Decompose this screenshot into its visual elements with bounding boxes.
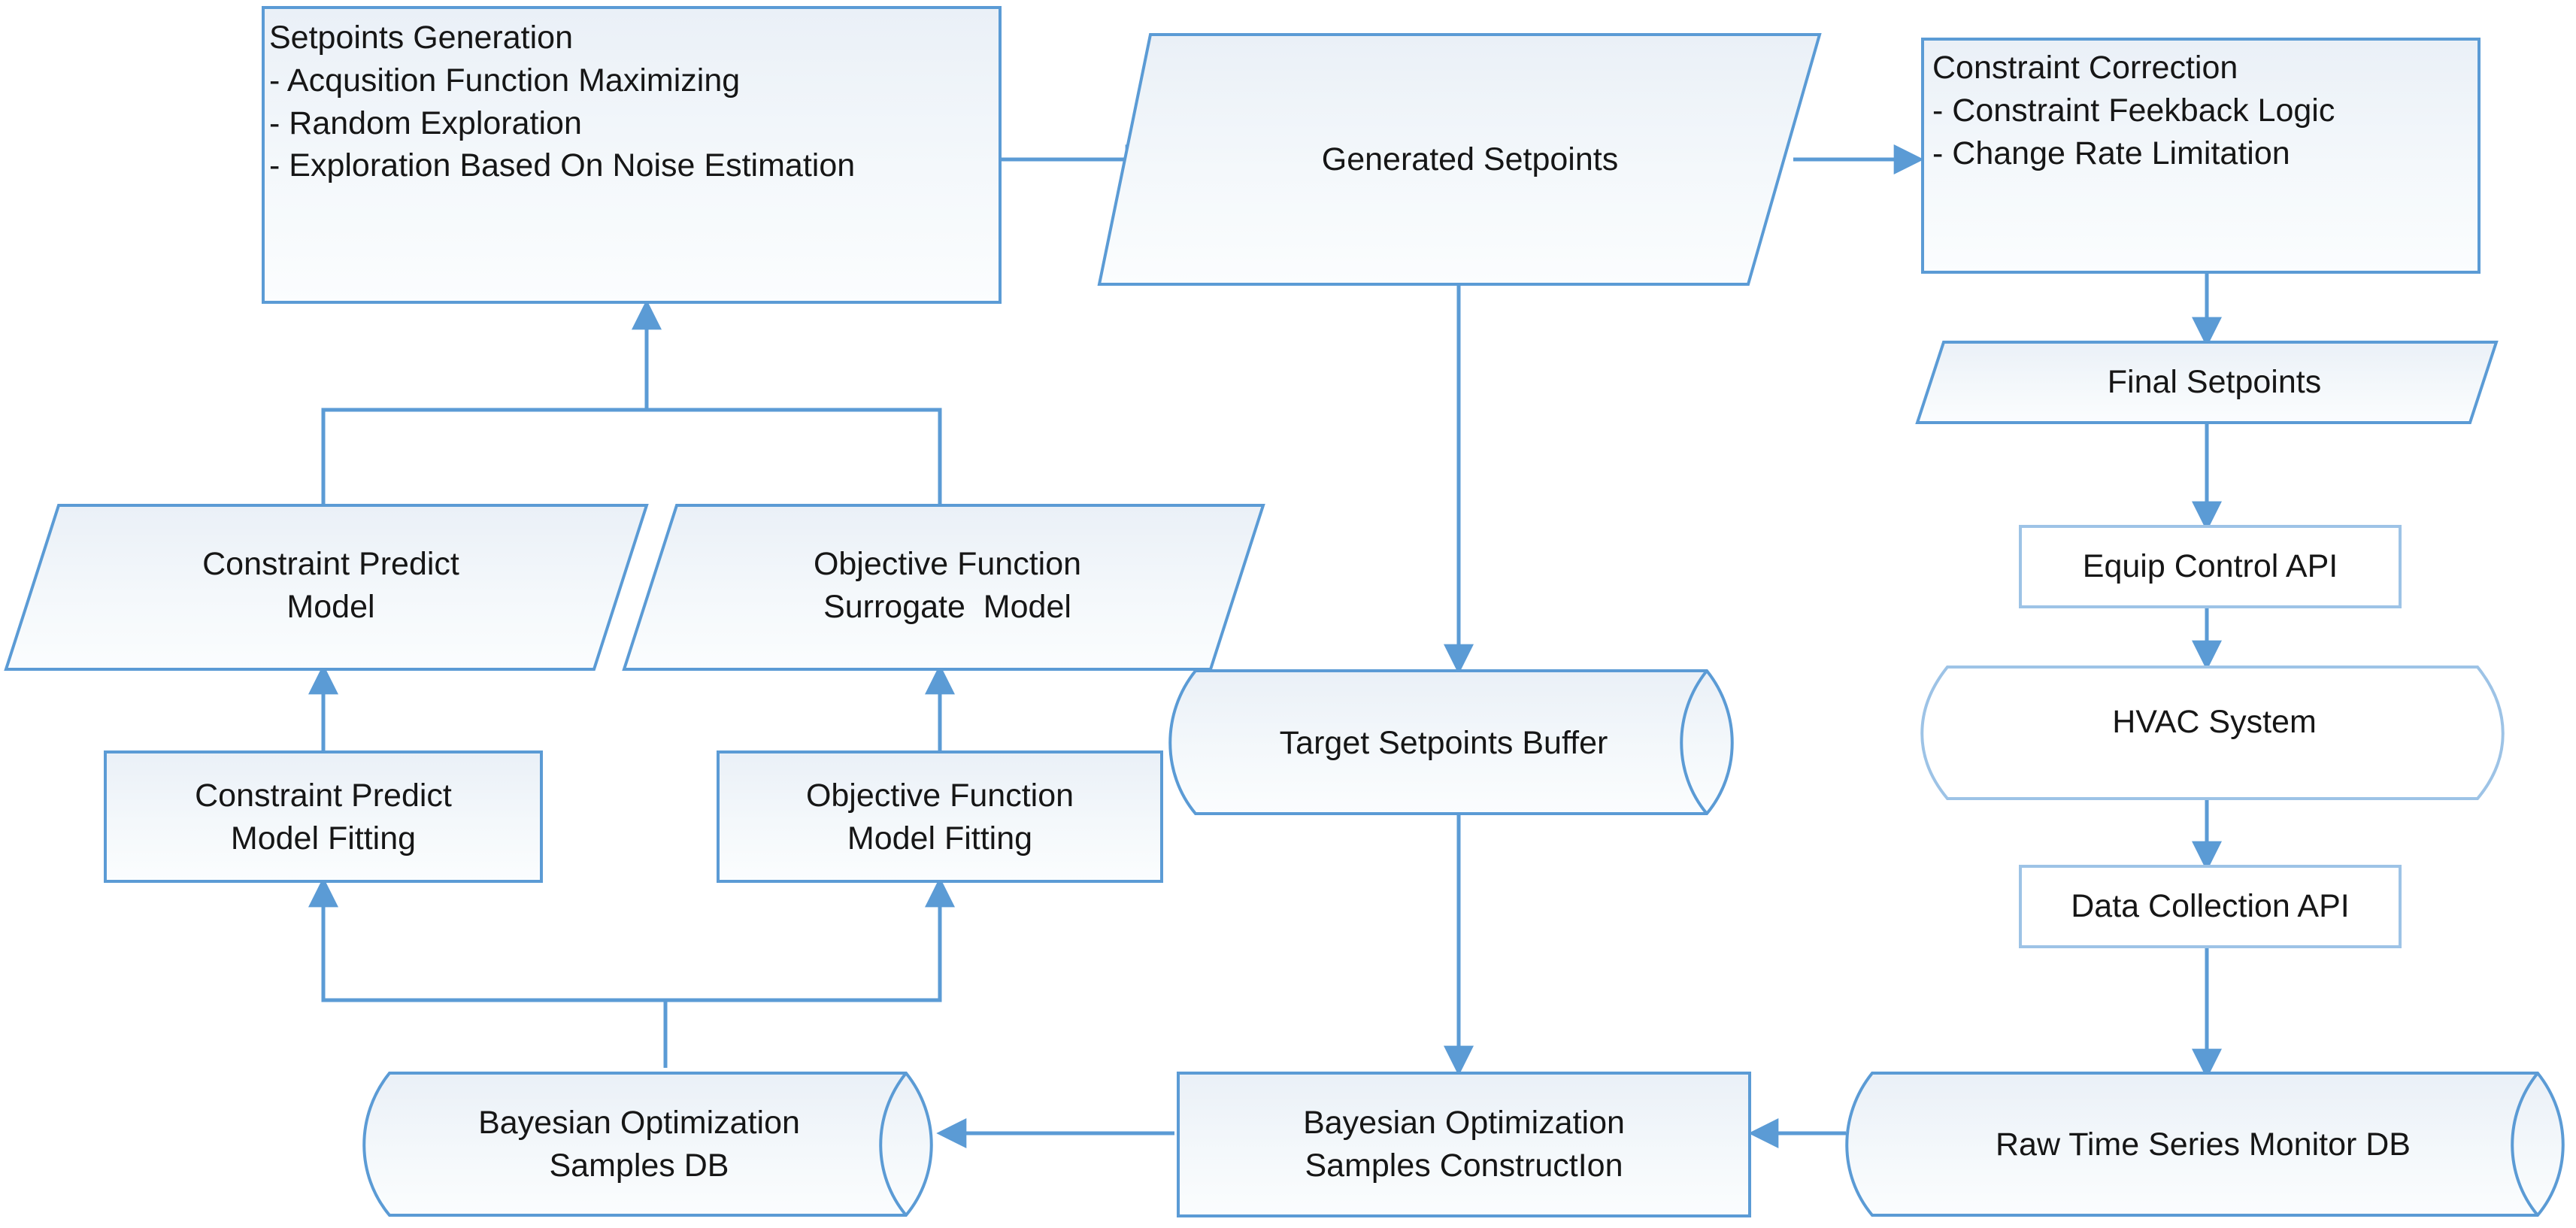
shape-bayesian-samples-db[interactable] bbox=[362, 1072, 933, 1217]
white-shape-layer bbox=[1920, 525, 2505, 948]
edge-models-to-setpointsgen bbox=[321, 299, 662, 505]
shape-constraint-predict-model-fitting[interactable] bbox=[104, 750, 543, 883]
shape-constraint-predict-model[interactable] bbox=[4, 504, 649, 671]
shape-objective-function-model-fitting[interactable] bbox=[717, 750, 1163, 883]
shape-rawdb-cap bbox=[2511, 1072, 2539, 1217]
edge-objectivemodel-merge-branch bbox=[647, 408, 942, 505]
edge-samplesdb-to-constraintfitting bbox=[308, 877, 668, 1068]
shape-target-setpoints-buffer[interactable] bbox=[1168, 669, 1734, 815]
shape-final-setpoints[interactable] bbox=[1915, 341, 2499, 424]
shape-data-collection-api[interactable] bbox=[2019, 865, 2402, 948]
shape-buffer-cap bbox=[1680, 669, 1708, 815]
shape-bayesian-samples-construction[interactable] bbox=[1177, 1072, 1751, 1217]
shape-equip-control-api[interactable] bbox=[2019, 525, 2402, 608]
shape-samplesdb-cap bbox=[879, 1072, 908, 1217]
shape-generated-setpoints[interactable] bbox=[1097, 33, 1822, 286]
shape-setpoints-generation[interactable] bbox=[262, 6, 1002, 304]
shape-raw-time-series-monitor-db[interactable] bbox=[1845, 1072, 2565, 1217]
shape-layer bbox=[4, 6, 2565, 1217]
edge-samplesdb-to-objectivefitting bbox=[663, 877, 955, 1068]
shape-constraint-correction[interactable] bbox=[1921, 38, 2481, 274]
shape-hvac-system[interactable] bbox=[1920, 666, 2505, 800]
connector-layer bbox=[308, 144, 2222, 1148]
shape-objective-function-surrogate-model[interactable] bbox=[622, 504, 1265, 671]
